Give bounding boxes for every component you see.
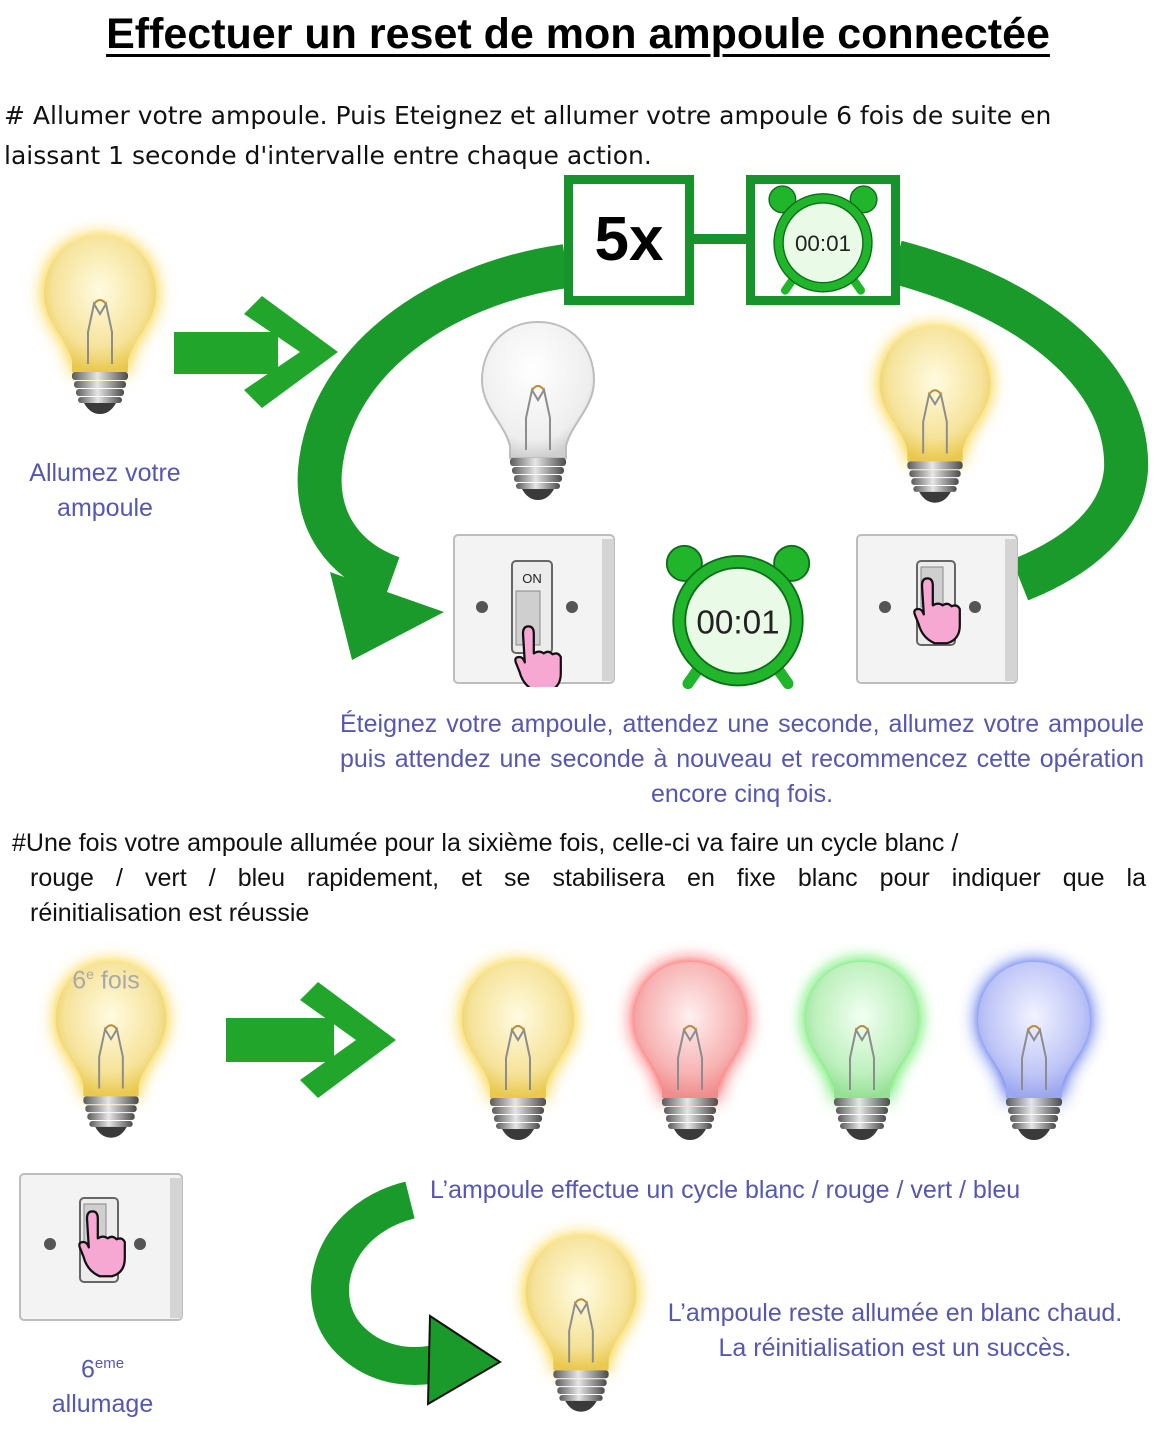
off-bulb-icon [481, 321, 595, 500]
section2-instruction: #Une fois votre ampoule allumée pour la … [12, 826, 1146, 931]
sixth-switch-caption: 6eme allumage [51, 1355, 154, 1419]
green-cycle-bulb-icon [806, 962, 918, 1140]
page-title: Effectuer un reset de mon ampoule connec… [106, 10, 1050, 58]
blue-cycle-bulb-icon [978, 962, 1090, 1140]
lit-bulb-icon [44, 236, 156, 414]
step-arrow-top [174, 296, 338, 408]
alarm-clock-icon: 00:01 [657, 543, 819, 691]
wall-switch-off: ON [453, 534, 615, 687]
white-cycle-bulb-icon [462, 962, 574, 1140]
success-caption: L’ampoule reste allumée en blanc chaud. … [667, 1299, 1123, 1362]
repeat-box: 5x [564, 175, 694, 305]
timer-box: 00:01 [746, 175, 900, 305]
final-lit-bulb-icon [525, 1236, 637, 1412]
red-cycle-bulb-icon [634, 962, 746, 1140]
timer-readout-small: 00:01 [795, 231, 851, 256]
section2-line1: #Une fois votre ampoule allumée pour la … [12, 829, 959, 857]
lit-bulb-icon [879, 327, 991, 503]
intro-instruction: # Allumer votre ampoule. Puis Eteignez e… [4, 101, 1052, 170]
loop-arrowhead [330, 572, 444, 660]
box-connector [690, 234, 752, 244]
loop-arrow-right [890, 240, 1149, 601]
wall-switch-sixth [19, 1173, 183, 1321]
loop-arrow-left [297, 244, 570, 599]
section2-line2: rouge / vert / bleu rapidement, et se st… [30, 864, 1146, 892]
return-curve-arrow [311, 1181, 457, 1385]
loop-description: Éteignez votre ampoule, attendez une sec… [340, 710, 1144, 808]
wall-switch-on [856, 534, 1018, 684]
return-arrowhead [426, 1314, 502, 1406]
repeat-label: 5x [594, 205, 664, 274]
cycle-caption: L’ampoule effectue un cycle blanc / roug… [430, 1176, 1021, 1204]
switch-on-label: ON [522, 571, 542, 586]
alarm-clock-icon: 00:01 [755, 184, 891, 296]
step-arrow-bottom [226, 982, 396, 1098]
step1-caption: Allumez votre ampoule [29, 459, 181, 522]
timer-readout-large: 00:01 [696, 605, 779, 642]
section2-line3: réinitialisation est réussie [30, 899, 310, 927]
sixth-bulb-label: 6e fois [72, 966, 140, 995]
